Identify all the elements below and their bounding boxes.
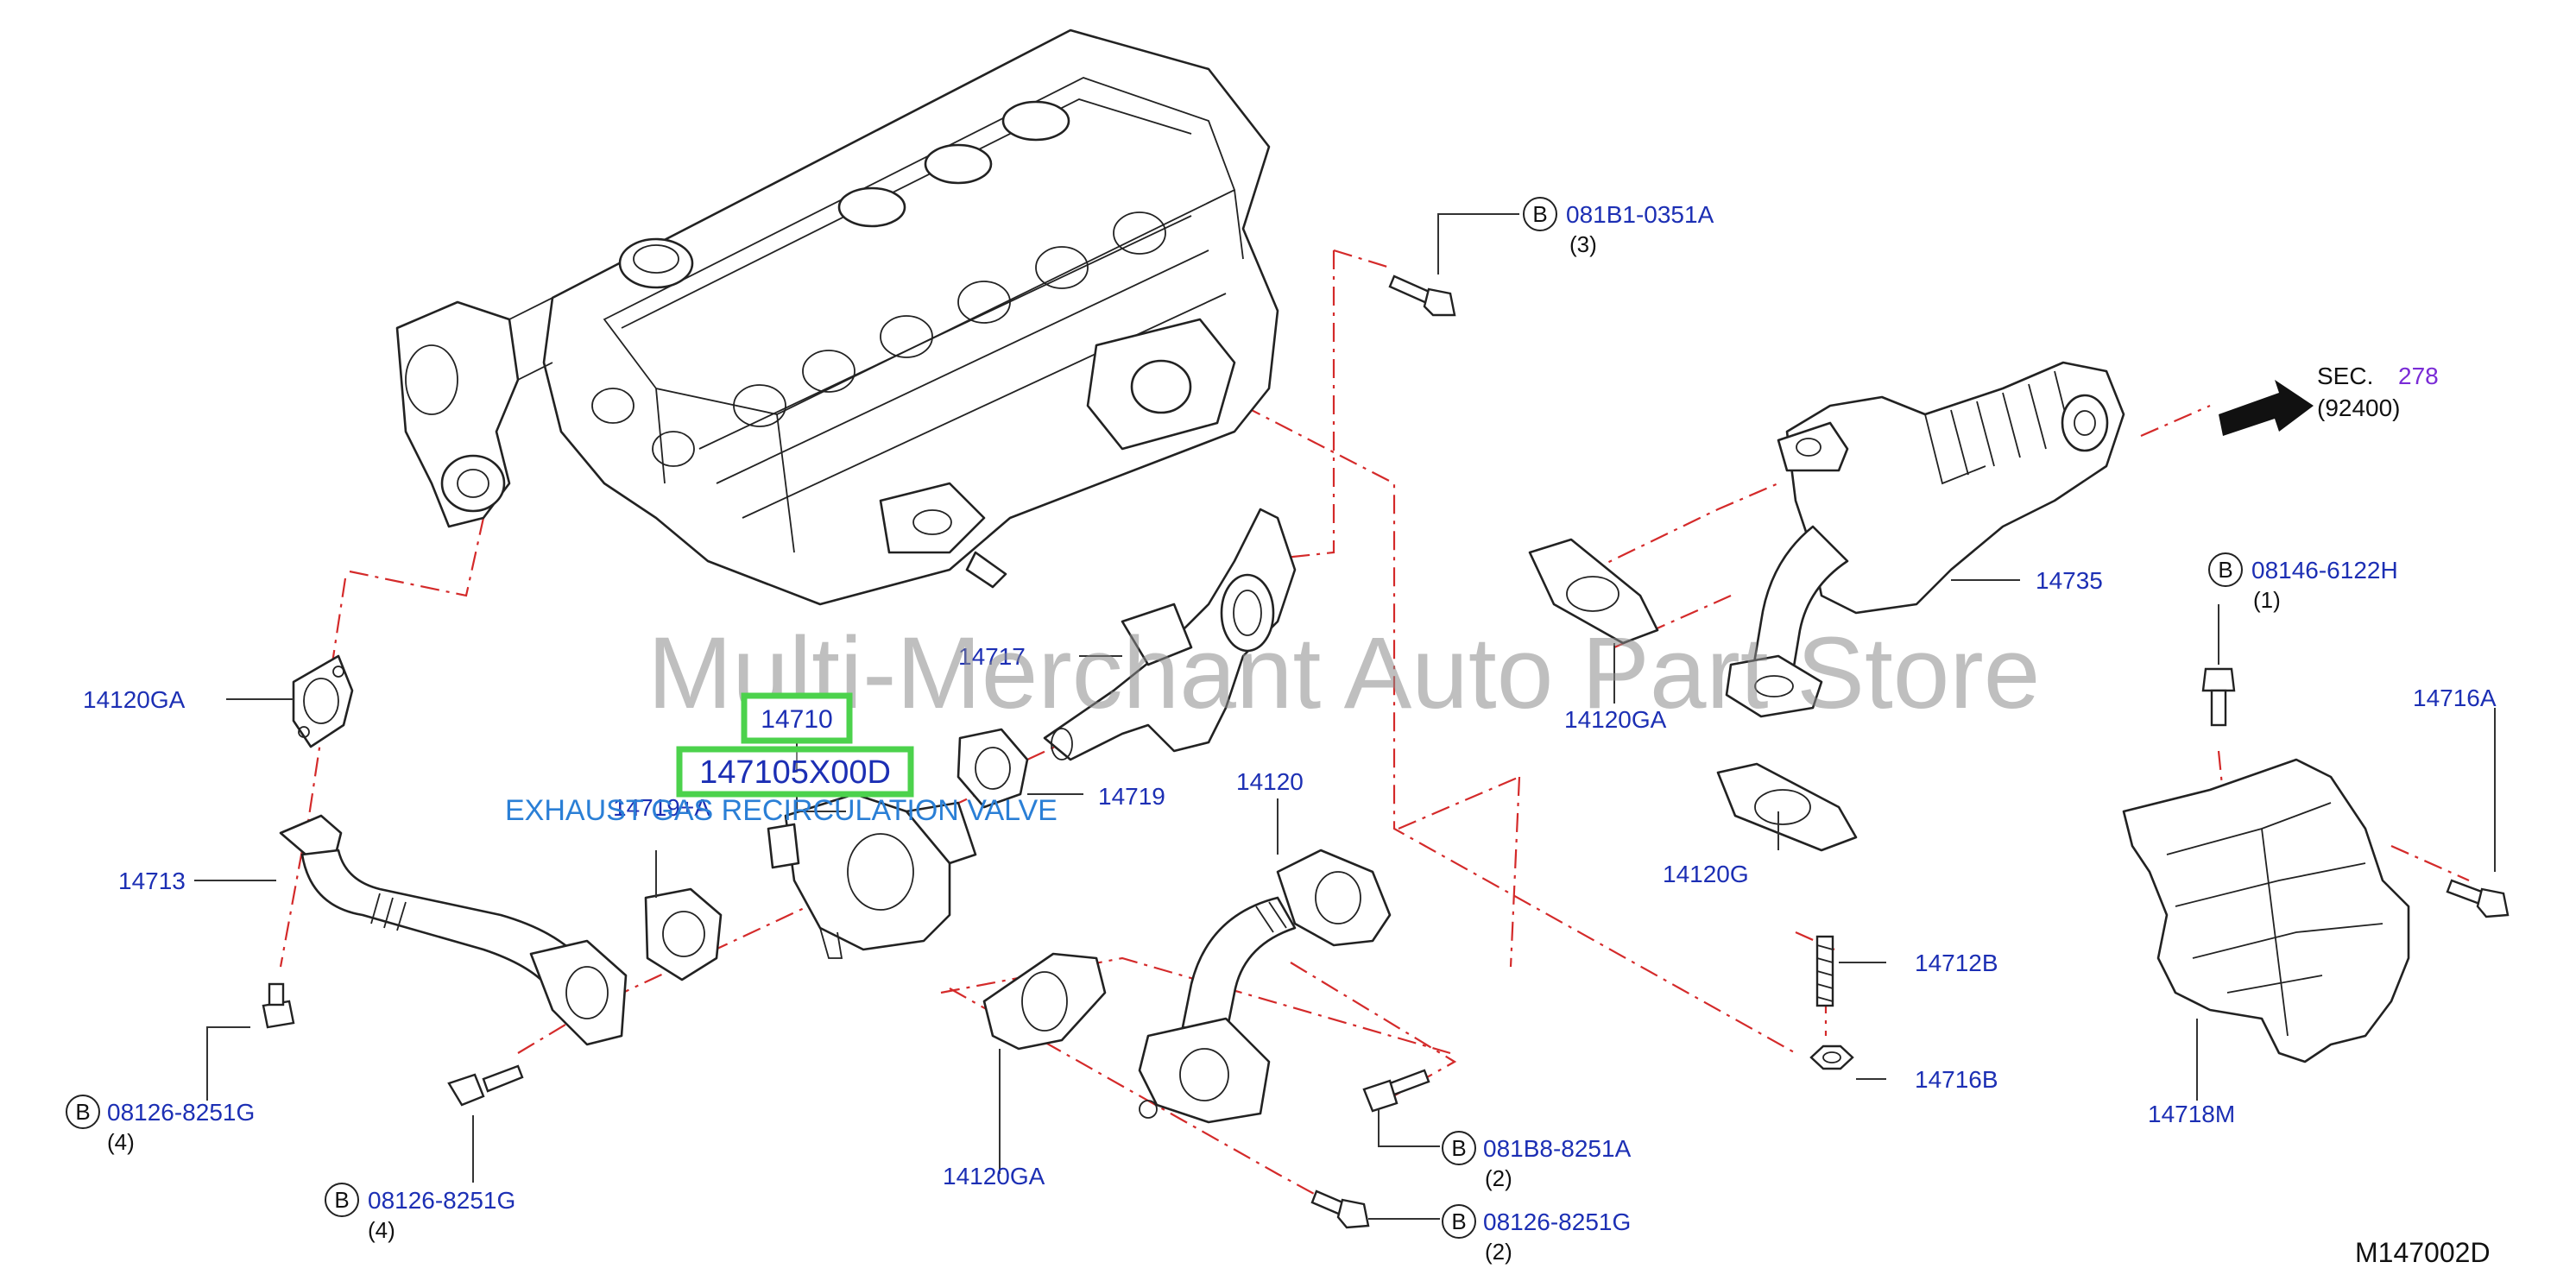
- bolt-08146-6122H: [2201, 667, 2236, 727]
- part-label-14120: 14120: [1236, 768, 1304, 795]
- bolt-ref-labels: 081B1-0351A (3) 08146-6122H (1) 08126-82…: [107, 201, 2398, 1265]
- part-label-14716B: 14716B: [1915, 1066, 1998, 1093]
- nut-14716B: [1809, 1044, 1854, 1070]
- gasket-14719: [957, 728, 1029, 809]
- highlight-full-part-no: 147105X00D: [699, 754, 891, 791]
- egr-tube-14713: [279, 814, 628, 1046]
- gasket-14120GA-right: [1528, 538, 1659, 645]
- engine-head-illustration: [395, 28, 1279, 606]
- part-label-14735: 14735: [2036, 567, 2103, 594]
- gasket-14120GA-left: [292, 654, 354, 748]
- diagram-reference-code: M147002D: [2355, 1237, 2491, 1268]
- bolt-ref-part: 08126-8251G: [107, 1099, 255, 1126]
- bolt-ref-part: 081B8-8251A: [1483, 1135, 1632, 1162]
- highlight-description: EXHAUST GAS RECIRCULATION VALVE: [505, 794, 1058, 827]
- bolt-ref-qty: (3): [1569, 231, 1597, 257]
- gasket-14719A: [644, 887, 723, 981]
- bolt-ref-qty: (2): [1485, 1239, 1512, 1265]
- part-label-14712B: 14712B: [1915, 950, 1998, 976]
- circle-letter: B: [2218, 557, 2232, 583]
- part-label-14120G: 14120G: [1663, 861, 1749, 887]
- leader-lines: [194, 213, 2496, 1220]
- bolt-ref-qty: (1): [2253, 587, 2281, 613]
- circle-letter: B: [1451, 1208, 1466, 1234]
- bolt-081B8-8251A: [1362, 1069, 1430, 1113]
- circle-letter: B: [334, 1187, 349, 1213]
- bolt-ref-part: 08126-8251G: [368, 1187, 515, 1214]
- gasket-14120GA-mid: [982, 952, 1107, 1051]
- heat-shield-14718M: [2122, 758, 2410, 1063]
- highlighted-part-callout: 14710 147105X00D EXHAUST GAS RECIRCULATI…: [505, 692, 1058, 827]
- egr-cooler-14735: [1725, 361, 2125, 718]
- part-label-14120GA-mid: 14120GA: [943, 1163, 1045, 1190]
- circle-letter: B: [75, 1099, 90, 1125]
- bolt-14716A: [2446, 879, 2510, 918]
- highlight-box-full-part-no: [676, 746, 914, 798]
- part-label-14120GA-right: 14120GA: [1564, 706, 1667, 733]
- section-arrow-icon: [2219, 380, 2314, 436]
- circle-b-letters: B B B B B B: [75, 201, 2232, 1234]
- part-label-14713: 14713: [118, 868, 186, 894]
- part-labels: 14120GA 14713 14719+A 14717 14719 14120 …: [83, 567, 2497, 1190]
- section-subref: (92400): [2317, 394, 2401, 421]
- bolt-08126-8251G-left: [262, 982, 295, 1029]
- bolt-ref-part: 08126-8251G: [1483, 1208, 1631, 1235]
- part-label-14716A: 14716A: [2413, 685, 2497, 711]
- bolt-ref-part: 081B1-0351A: [1566, 201, 1714, 228]
- circle-b-markers: [66, 197, 2243, 1239]
- part-label-14719A: 14719+A: [613, 794, 710, 821]
- watermark-text: Multi-Merchant Auto Part Store: [647, 616, 2040, 730]
- highlight-part-no: 14710: [761, 705, 832, 734]
- circle-letter: B: [1532, 201, 1547, 227]
- section-reference: SEC. 278 (92400): [2317, 363, 2439, 421]
- circle-letter: B: [1451, 1135, 1466, 1161]
- part-label-14718M: 14718M: [2148, 1101, 2235, 1127]
- highlight-box-part-no: [741, 692, 853, 744]
- bolt-ref-part: 08146-6122H: [2251, 557, 2398, 584]
- part-label-14120GA-left: 14120GA: [83, 686, 186, 713]
- section-prefix: SEC.: [2317, 363, 2373, 389]
- part-label-14719: 14719: [1098, 783, 1165, 810]
- stud-14712B: [1815, 935, 1834, 1007]
- bolt-08126-8251G-right: [1310, 1190, 1370, 1229]
- bolt-ref-qty: (2): [1485, 1165, 1512, 1191]
- assembly-lines: [279, 249, 2470, 1201]
- section-number: 278: [2398, 363, 2439, 389]
- egr-valve-14710: [767, 792, 977, 959]
- gasket-14120G: [1716, 762, 1858, 852]
- bolt-ref-qty: (4): [368, 1217, 395, 1243]
- bolt-ref-qty: (4): [107, 1129, 135, 1155]
- egr-tube-14120: [1138, 849, 1392, 1124]
- bolt-08126-8251G-lower: [447, 1064, 524, 1107]
- bolt-081B1-0351A: [1388, 274, 1456, 317]
- part-label-14717: 14717: [958, 643, 1026, 670]
- adapter-14717: [1043, 508, 1297, 761]
